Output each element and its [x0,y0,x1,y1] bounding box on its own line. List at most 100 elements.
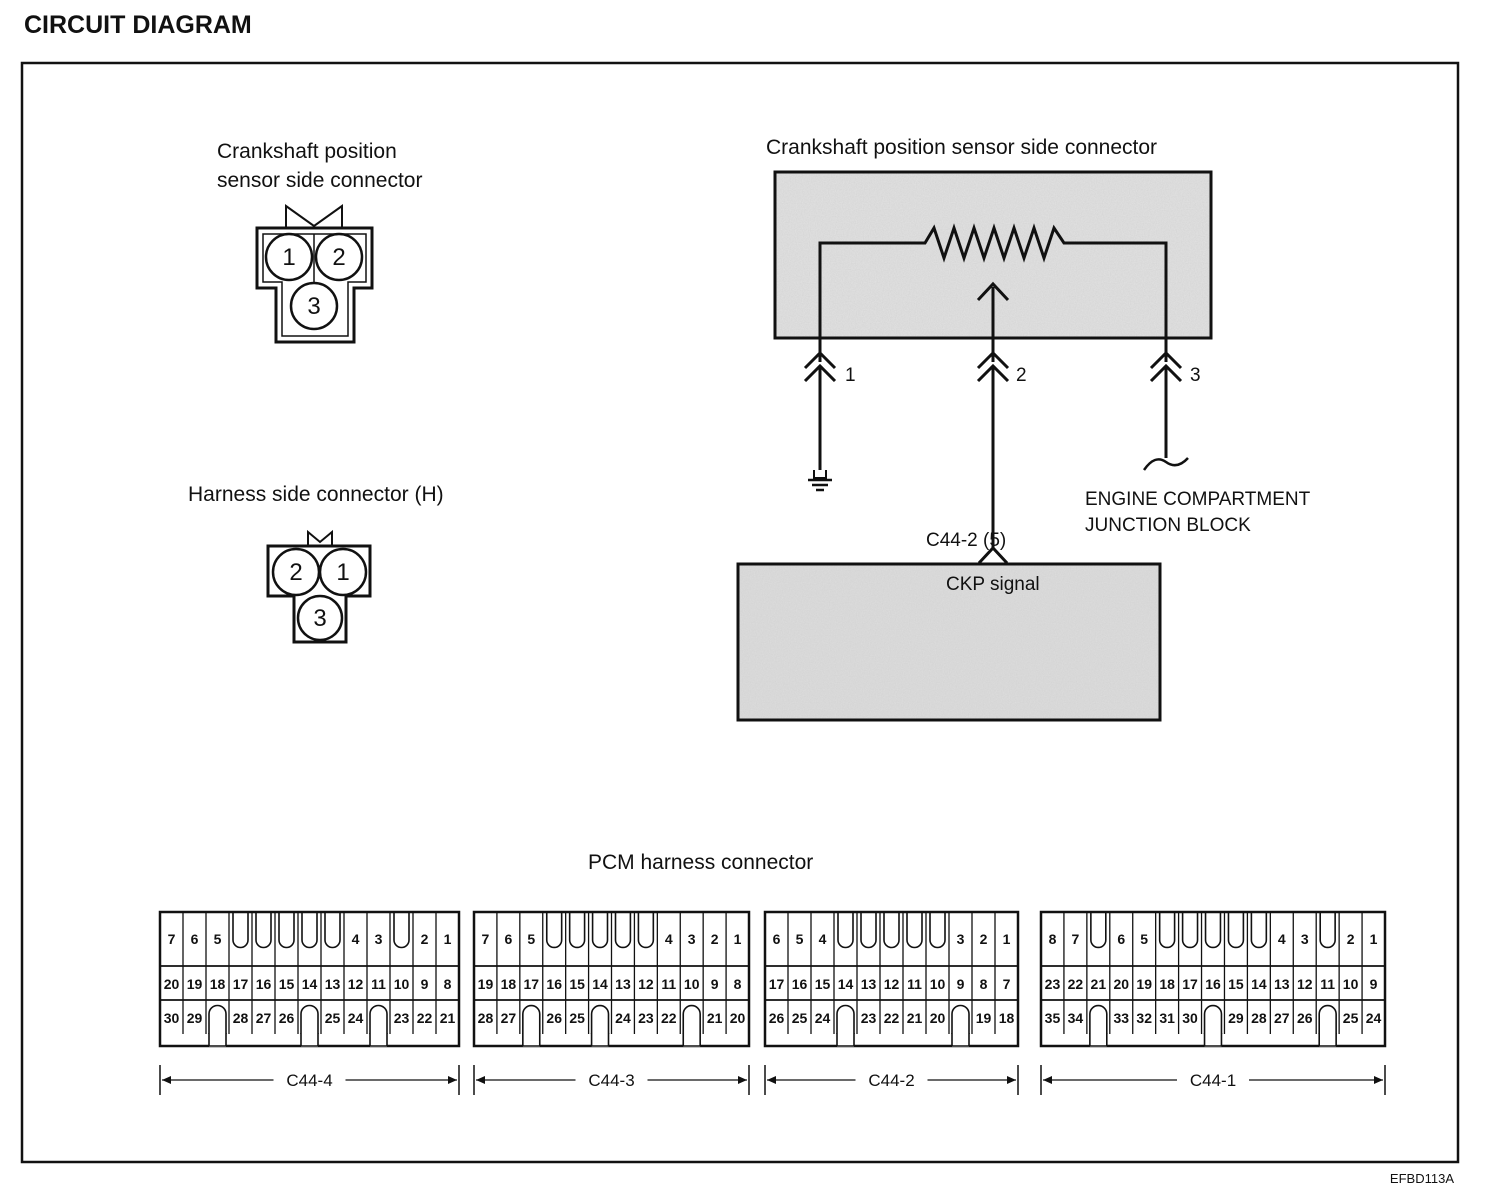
pcm-pin-number: 16 [546,976,562,992]
pcm-pin-number: 3 [688,931,696,947]
pcm-pin-number: 17 [524,976,540,992]
terminal-3-label: 3 [1190,365,1201,386]
pcm-pin-number: 21 [1091,976,1107,992]
pcm-pin-number: 3 [957,931,965,947]
pcm-pin-number: 7 [482,931,490,947]
pcm-pin-number: 11 [907,976,922,992]
pcm-pin-number: 3 [1301,931,1309,947]
pcm-pin-number: 12 [638,976,654,992]
pcm-pin-number: 12 [348,976,364,992]
pcm-pin-number: 9 [1370,976,1378,992]
pcm-key-slot [860,912,877,949]
pcm-pin-number: 1 [444,931,452,947]
pcm-pin-number: 4 [819,931,827,947]
pcm-signal-label: CKP signal [946,574,1040,595]
pcm-pin-number: 19 [976,1010,992,1026]
pcm-pin-number: 27 [501,1010,517,1026]
pcm-pin-number: 18 [210,976,226,992]
pcm-lock-tab [836,1004,855,1034]
pcm-pin-number: 5 [796,931,804,947]
pcm-key-slot [614,912,632,949]
pcm-pin-number: 25 [325,1010,341,1026]
pcm-pin-number: 8 [444,976,452,992]
pcm-pin-number: 2 [711,931,719,947]
pcm-pin-number: 9 [957,976,965,992]
terminal-2-label: 2 [1016,365,1027,386]
pcm-pin-number: 8 [980,976,988,992]
pcm-pin-number: 22 [884,1010,900,1026]
pcm-pin-number: 14 [302,976,318,992]
pcm-key-slot [324,912,341,949]
pcm-pin-number: 14 [1251,976,1267,992]
sensor-pin-1 [264,232,314,282]
pcm-pin-number: 16 [792,976,808,992]
pcm-lock-tab [1089,1004,1108,1034]
pcm-lock-tab [522,1004,541,1034]
pcm-pin-number: 26 [279,1010,295,1026]
pcm-key-slot [929,912,946,949]
pcm-pin-number: 13 [615,976,631,992]
pcm-pin-number: 21 [907,1010,923,1026]
pcm-pin-number: 28 [233,1010,249,1026]
pcm-pin-number: 7 [1072,931,1080,947]
pcm-pin-number: 13 [861,976,877,992]
pcm-pin-number: 10 [1343,976,1359,992]
pcm-pin-number: 22 [417,1010,433,1026]
pcm-pin-number: 15 [279,976,295,992]
pcm-pin-number: 2 [421,931,429,947]
harness-pin-1 [318,547,368,597]
harness-connector-label: Harness side connector (H) [188,483,444,506]
pcm-key-slot [1181,912,1199,949]
pcm-pin-number: 23 [394,1010,410,1026]
pcm-pin-number: 34 [1068,1010,1084,1026]
pcm-pin-number: 7 [168,931,176,947]
pcm-pin-number: 30 [164,1010,180,1026]
harness-pin-label: 1 [336,559,349,586]
pcm-pin-number: 20 [164,976,180,992]
pcm-pin-number: 28 [1251,1010,1267,1026]
pcm-key-slot [232,912,249,949]
pcm-pin-number: 8 [734,976,742,992]
pcm-pin-number: 5 [527,931,535,947]
pcm-pin-number: 23 [861,1010,877,1026]
pcm-pin-number: 15 [569,976,585,992]
pcm-key-slot [906,912,923,949]
pcm-pin-number: 4 [1278,931,1286,947]
pcm-pin-number: 19 [187,976,203,992]
sensor-pin-label: 3 [307,293,320,320]
pcm-pin-number: 24 [348,1010,364,1026]
pcm-lock-tab [1318,1004,1337,1034]
pcm-pin-number: 4 [352,931,360,947]
pcm-pin-number: 16 [256,976,272,992]
pcm-key-slot [278,912,295,949]
pcm-connector-group-name: C44-1 [1190,1071,1236,1090]
pcm-pin-number: 26 [769,1010,785,1026]
pcm-key-slot [1227,912,1245,949]
pcm-pin-number: 11 [371,976,386,992]
pcm-pin-number: 3 [375,931,383,947]
pcm-connector-group-name: C44-3 [588,1071,634,1090]
pcm-pin-number: 14 [838,976,854,992]
pcm-pin-number: 27 [256,1010,272,1026]
page-title: CIRCUIT DIAGRAM [24,11,252,39]
pcm-pin-number: 24 [815,1010,831,1026]
pcm-pin-number: 1 [1370,931,1378,947]
pcm-pin-number: 6 [773,931,781,947]
pcm-pin-connector-symbol [977,545,1009,565]
pcm-pin-number: 15 [815,976,831,992]
pcm-key-slot [545,912,563,949]
pcm-key-slot [1158,912,1176,949]
pcm-pin-number: 25 [792,1010,808,1026]
pcm-pin-number: 2 [980,931,988,947]
pcm-pin-number: 4 [665,931,673,947]
pcm-pin-number: 31 [1159,1010,1175,1026]
pcm-key-slot [883,912,900,949]
pcm-pin-number: 5 [214,931,222,947]
pcm-pin-number: 1 [1003,931,1011,947]
sensor-coil-circuit [818,223,1168,362]
sensor-connector-label-line1: Crankshaft position [217,140,397,163]
sensor-box-label: Crankshaft position sensor side connecto… [766,136,1157,159]
pcm-pin-number: 11 [1320,976,1335,992]
